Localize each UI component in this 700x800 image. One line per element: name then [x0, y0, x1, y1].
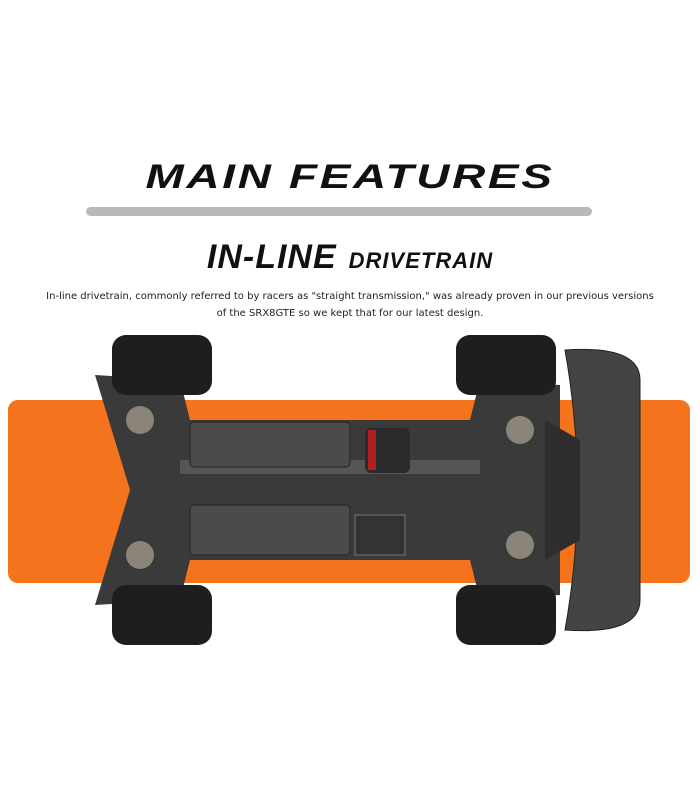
wheel-rear-right — [112, 585, 212, 645]
car-chassis-image — [8, 335, 690, 645]
shock-fl — [506, 416, 534, 444]
section-heading-main: IN-LINE — [206, 238, 337, 276]
motor — [365, 428, 410, 473]
battery-top — [189, 421, 351, 468]
chassis-illustration — [0, 330, 700, 660]
front-plate — [545, 420, 580, 560]
shock-rl — [126, 406, 154, 434]
description-text: In-line drivetrain, commonly referred to… — [46, 291, 654, 319]
shock-fr — [506, 531, 534, 559]
main-features-heading: MAIN FEATURES — [145, 158, 555, 196]
wheel-front-left — [456, 335, 556, 395]
section-heading-secondary: DRIVETRAIN — [348, 248, 494, 273]
motor-ring — [368, 430, 376, 470]
wheel-rear-left — [112, 335, 212, 395]
battery-bottom — [189, 504, 351, 556]
esc — [354, 514, 406, 556]
section-heading: IN-LINE DRIVETRAIN — [0, 238, 700, 277]
divider-bar — [86, 207, 592, 216]
shock-rr — [126, 541, 154, 569]
wheel-front-right — [456, 585, 556, 645]
